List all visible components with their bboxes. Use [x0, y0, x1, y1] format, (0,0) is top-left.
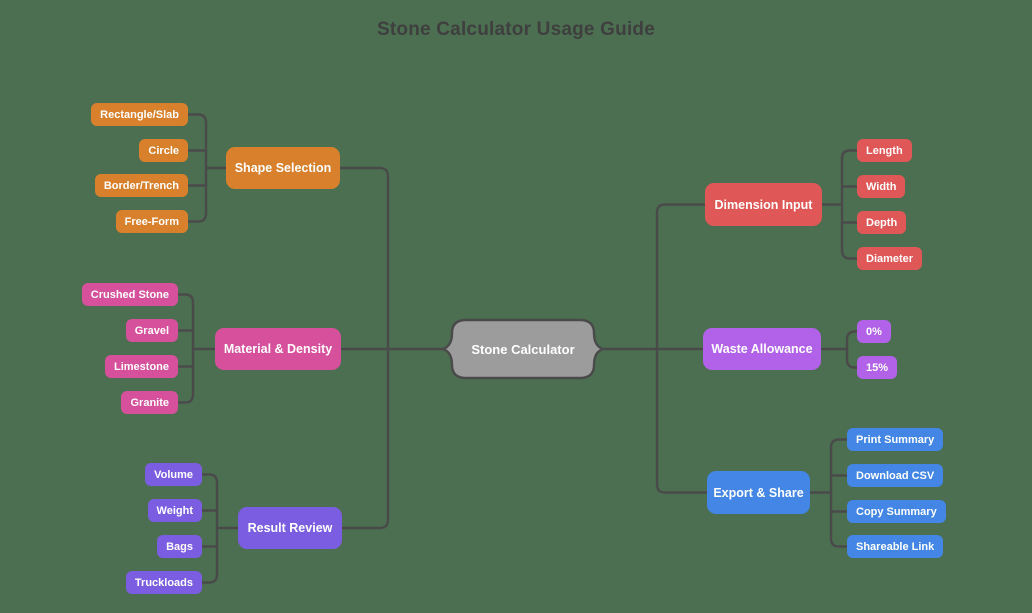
node-crushed-stone: Crushed Stone: [81, 283, 178, 306]
node-volume: Volume: [145, 463, 202, 486]
node-stone-calculator: Stone Calculator: [471, 341, 575, 357]
node-waste-15pct: 15%: [857, 356, 898, 379]
material-branch-connector: [176, 293, 217, 404]
shape-branch-connector: [186, 113, 228, 223]
node-print-summary: Print Summary: [847, 428, 944, 451]
result-branch-connector: [200, 473, 240, 584]
node-rectangle-slab: Rectangle/Slab: [91, 103, 188, 126]
node-shareable-link: Shareable Link: [847, 535, 944, 558]
node-free-form: Free-Form: [115, 210, 188, 233]
node-export-share: Export & Share: [707, 471, 810, 514]
node-dimension-input: Dimension Input: [705, 183, 822, 226]
node-truckloads: Truckloads: [125, 571, 202, 594]
node-waste-0pct: 0%: [857, 320, 891, 343]
node-weight: Weight: [147, 499, 202, 522]
node-material-density: Material & Density: [215, 328, 341, 370]
left-spine-connector: [338, 166, 448, 530]
node-gravel: Gravel: [125, 319, 178, 342]
right-spine-connector: [598, 203, 709, 494]
node-circle: Circle: [139, 139, 188, 162]
export-branch-connector: [808, 438, 849, 548]
node-waste-allowance: Waste Allowance: [703, 328, 821, 370]
node-download-csv: Download CSV: [847, 464, 944, 487]
node-copy-summary: Copy Summary: [847, 500, 946, 523]
waste-branch-connector: [819, 330, 859, 369]
node-result-review: Result Review: [238, 507, 342, 549]
node-diameter: Diameter: [857, 247, 923, 270]
node-border-trench: Border/Trench: [94, 174, 188, 197]
node-granite: Granite: [121, 391, 178, 414]
node-width: Width: [857, 175, 906, 198]
diagram-title: Stone Calculator Usage Guide: [377, 19, 655, 40]
node-bags: Bags: [157, 535, 202, 558]
root-node-shape: [439, 318, 607, 380]
node-length: Length: [857, 139, 912, 162]
node-shape-selection: Shape Selection: [226, 147, 340, 189]
node-limestone: Limestone: [104, 355, 178, 378]
node-depth: Depth: [857, 211, 907, 234]
dimension-branch-connector: [820, 149, 859, 260]
